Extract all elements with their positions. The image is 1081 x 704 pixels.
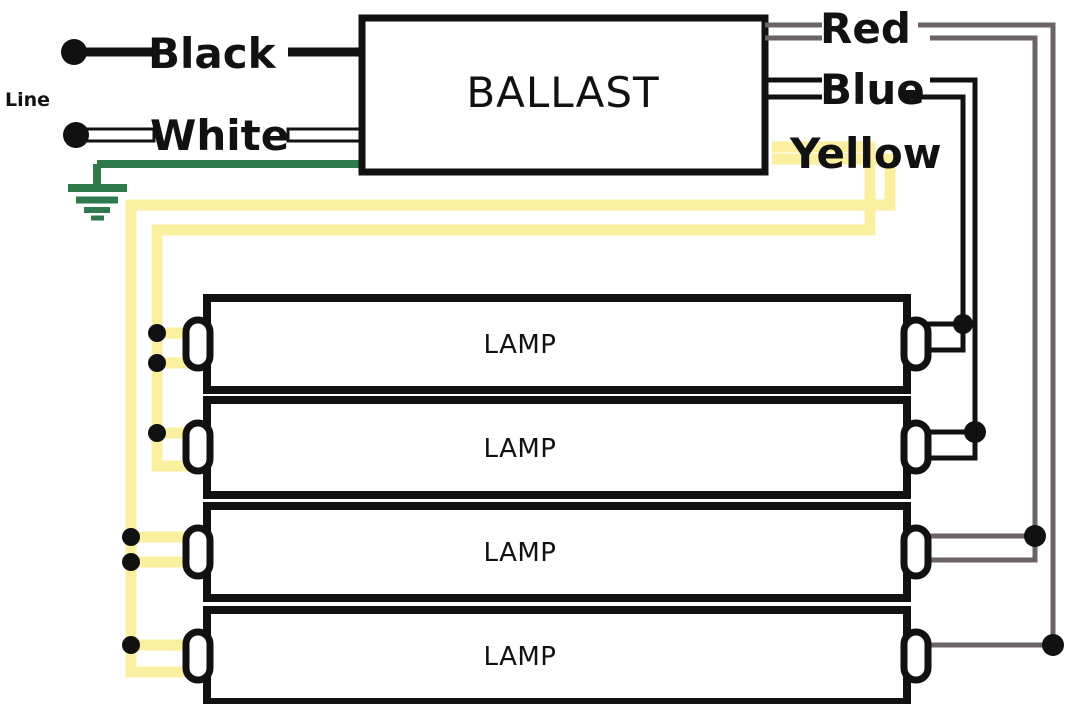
red-wire-lamp3 — [918, 35, 1038, 539]
white-line-terminal — [63, 122, 89, 148]
yellow-stub-lamp2-pin2 — [151, 437, 196, 472]
lamp-endcap-right-3 — [900, 524, 932, 580]
blue-wire-label: Blue — [820, 65, 925, 114]
yellow-wire-inner — [151, 141, 876, 437]
blue-wire-lamp2 — [918, 77, 978, 435]
lamp-endcap-right-1 — [900, 316, 932, 372]
lamp-body-4 — [203, 606, 911, 704]
white-wire-right — [286, 127, 366, 143]
lamp-body-3 — [203, 502, 911, 602]
yellow-stub-lamp4-pin2 — [125, 662, 196, 678]
blue-junction-lamp2 — [964, 421, 986, 443]
lamp-endcap-left-1 — [182, 316, 214, 372]
yellow-wire-label: Yellow — [789, 129, 942, 178]
lamp-label-4: LAMP — [484, 642, 557, 672]
ground-wire-group — [93, 160, 362, 190]
blue-junction-lamp1 — [953, 314, 973, 334]
black-line-terminal — [61, 39, 87, 65]
yellow-junction-lamp1-pin1 — [148, 324, 166, 342]
lamp-group-4: LAMP — [182, 606, 932, 704]
ballast-label: BALLAST — [466, 68, 659, 117]
yellow-junction-lamp3-pin2 — [122, 553, 140, 571]
yellow-junction-lamp4-pin1 — [122, 636, 140, 654]
black-wire-group — [61, 39, 362, 65]
lamp-endcap-right-2 — [900, 419, 932, 475]
red-wire-label: Red — [820, 4, 911, 53]
junction-dot-group — [122, 314, 1064, 656]
yellow-wire-group — [125, 141, 896, 678]
yellow-junction-lamp2-pin1 — [148, 424, 166, 442]
lamp-endcap-left-3 — [182, 524, 214, 580]
red-junction-lamp3 — [1024, 525, 1046, 547]
line-label: Line — [5, 89, 50, 111]
yellow-wire-outer — [125, 153, 896, 662]
lamp-endcap-left-2 — [182, 419, 214, 475]
lamp-body-2 — [203, 396, 911, 499]
black-wire-label: Black — [148, 29, 277, 78]
yellow-junction-lamp3-pin1 — [122, 528, 140, 546]
white-wire-label: White — [150, 111, 289, 160]
ground-wire — [93, 160, 362, 190]
lamp-label-2: LAMP — [484, 434, 557, 464]
lamp-group-3: LAMP — [182, 502, 932, 602]
ground-symbol — [68, 184, 127, 221]
yellow-junction-lamp1-pin2 — [148, 354, 166, 372]
lamp-label-1: LAMP — [484, 330, 557, 360]
lamp-group-2: LAMP — [182, 396, 932, 499]
lamp-endcap-left-4 — [182, 628, 214, 684]
lamp-body-1 — [203, 294, 911, 394]
red-wire-lamp3-pin2 — [918, 536, 1038, 563]
lamp-label-3: LAMP — [484, 538, 557, 568]
blue-wire-lamp1 — [905, 94, 966, 327]
ballast-box — [358, 14, 769, 176]
lamp-endcap-right-4 — [900, 628, 932, 684]
lamp-group-1: LAMP — [182, 294, 932, 394]
red-junction-lamp4 — [1042, 634, 1064, 656]
white-wire-group — [63, 122, 366, 148]
